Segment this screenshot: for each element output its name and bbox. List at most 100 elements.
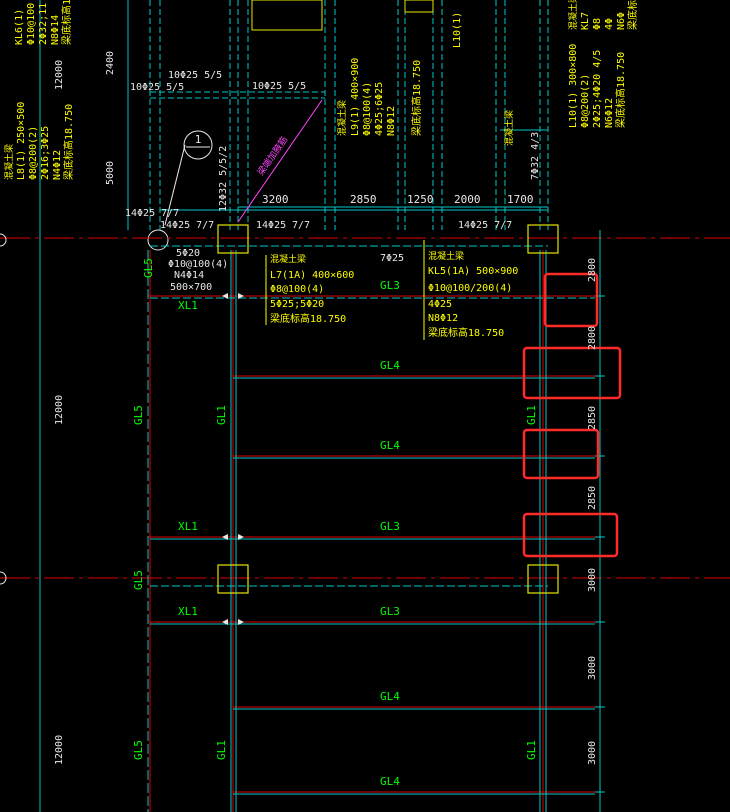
rebar-label: 10Φ25 5/5 — [252, 81, 306, 92]
rebar-label: 10Φ25 5/5 — [168, 70, 222, 81]
note: 混凝土梁 — [270, 253, 306, 265]
note: 5Φ20 — [176, 248, 200, 259]
beam-label: GL4 — [380, 359, 400, 372]
rebar-label: 7Φ32 4/3 — [530, 132, 541, 180]
highlight-box — [543, 272, 599, 328]
markers — [222, 293, 244, 625]
beam-label: XL1 — [178, 299, 198, 312]
note: N6Φ — [616, 12, 627, 30]
beam-note-left: 5Φ20 Φ10@100(4) N4Φ14 500×700 — [168, 248, 228, 293]
note: N4Φ12 — [52, 150, 63, 180]
beam-note-kl5: 混凝土梁 KL5(1A) 500×900 Φ10@100/200(4) 4Φ25… — [423, 240, 518, 340]
right-dimensions: 2800 2800 2850 2850 3000 3000 3000 — [587, 258, 598, 765]
top-dimensions: 3200 2850 1250 2000 1700 — [262, 193, 534, 206]
note: 梁底标高18.750 — [62, 104, 75, 180]
note: Φ8@100(4) — [270, 284, 324, 295]
beam-label: GL4 — [380, 439, 400, 452]
upper-left-notes: KL6(1) Φ10@100 2Φ32;11 N8Φ14 梁底标高18 混凝土梁… — [3, 0, 639, 180]
beam-label: GL3 — [380, 520, 400, 533]
marker-arrow — [238, 534, 244, 540]
note: 5Φ25;5Φ20 — [270, 299, 324, 310]
note: 4Φ25;6Φ25 — [374, 82, 385, 136]
dimension-value: 1250 — [407, 193, 434, 206]
highlight-box — [522, 346, 622, 400]
section-mark-circle — [183, 130, 213, 160]
note: 4Φ25 — [428, 299, 452, 310]
note: Φ8@200(2) — [580, 74, 591, 128]
rebar-labels: 10Φ25 5/5 10Φ25 5/5 10Φ25 5/5 12Φ32 5/5/… — [125, 70, 541, 264]
highlight-boxes — [522, 272, 622, 558]
note: Φ10@100(4) — [168, 259, 228, 270]
note: 混凝土梁 — [428, 250, 464, 262]
dimension-value: 3000 — [587, 568, 598, 592]
upper-structure: 1 — [147, 0, 549, 251]
left-dimensions: 12000 2400 5000 12000 12000 — [54, 51, 116, 765]
dimension-value: 2850 — [587, 486, 598, 510]
vertical-beam-label: GL1 — [525, 740, 538, 760]
note: N4Φ14 — [174, 270, 204, 281]
vertical-beam-label: GL5 — [132, 405, 145, 425]
note: KL7 — [580, 12, 591, 30]
vertical-beam-label: GL1 — [215, 740, 228, 760]
leader-line — [164, 144, 186, 226]
note: KL6(1) — [14, 9, 25, 45]
note: Φ8@100(4) — [362, 82, 373, 136]
column-beam-labels: GL5 GL5 GL5 GL5 GL1 GL1 GL1 GL1 — [132, 258, 538, 760]
beam-label: GL3 — [380, 605, 400, 618]
beam-label: XL1 — [178, 605, 198, 618]
vertical-beam-label: GL5 — [132, 570, 145, 590]
column — [217, 224, 249, 254]
dimension-value: 2850 — [587, 406, 598, 430]
note: N8Φ12 — [386, 106, 397, 136]
note: 梁底标高18.750 — [614, 52, 627, 128]
marker-arrow — [222, 293, 228, 299]
marker-arrow — [222, 619, 228, 625]
beam-label: GL3 — [380, 279, 400, 292]
note: Φ10@100/200(4) — [428, 283, 512, 294]
column — [217, 564, 249, 594]
note: 2Φ16;3Φ25 — [40, 126, 51, 180]
note: Φ8 — [592, 18, 603, 30]
dimension-value: 3000 — [587, 741, 598, 765]
rebar-label: 12Φ32 5/5/2 — [218, 146, 229, 212]
note: N6Φ12 — [604, 98, 615, 128]
beam-outline — [404, 0, 434, 13]
dimension-value: 3000 — [587, 656, 598, 680]
note: N8Φ14 — [50, 15, 61, 45]
dimension-value: 2400 — [105, 51, 116, 75]
vertical-beam-label: GL1 — [525, 405, 538, 425]
marker-arrow — [238, 293, 244, 299]
note: 2Φ32;11 — [38, 3, 49, 45]
axis-lines — [0, 237, 730, 812]
steel-lines-lower — [147, 245, 595, 812]
vertical-beam-label: GL5 — [132, 740, 145, 760]
note: 梁底标 — [626, 0, 639, 30]
note: 梁底标高18.750 — [410, 60, 423, 136]
note: L10(1) 300×800 — [568, 44, 579, 128]
beam-labels: GL3 GL4 GL4 GL3 GL3 GL4 GL4 XL1 XL1 XL1 — [178, 279, 400, 788]
note: L9(1) 400×900 — [350, 58, 361, 136]
column — [527, 224, 559, 254]
rebar-label: 14Φ25 7/7 — [160, 220, 214, 231]
haunch-diagonal — [237, 99, 323, 223]
note: Φ10@100 — [26, 3, 37, 45]
beam-outline — [251, 0, 323, 31]
dimension-value: 12000 — [54, 395, 65, 425]
rebar-label: 14Φ25 7/7 — [458, 220, 512, 231]
note: 2Φ25;4Φ20 4/5 — [592, 50, 603, 128]
rebar-label: 7Φ25 — [380, 253, 404, 264]
dimension-value: 3200 — [262, 193, 289, 206]
dimension-value: 2800 — [587, 258, 598, 282]
section-mark-number: 1 — [195, 133, 202, 146]
axis-bubble — [0, 571, 7, 585]
note: 500×700 — [170, 282, 212, 293]
vertical-beam-label: GL1 — [215, 405, 228, 425]
note: 4Φ — [604, 18, 615, 30]
highlight-box — [522, 428, 600, 480]
dimension-value: 5000 — [105, 161, 116, 185]
left-dimension — [0, 0, 129, 812]
dimension-value: 2850 — [350, 193, 377, 206]
axis-bubble — [0, 233, 7, 247]
note: L8(1) 250×500 — [16, 102, 27, 180]
